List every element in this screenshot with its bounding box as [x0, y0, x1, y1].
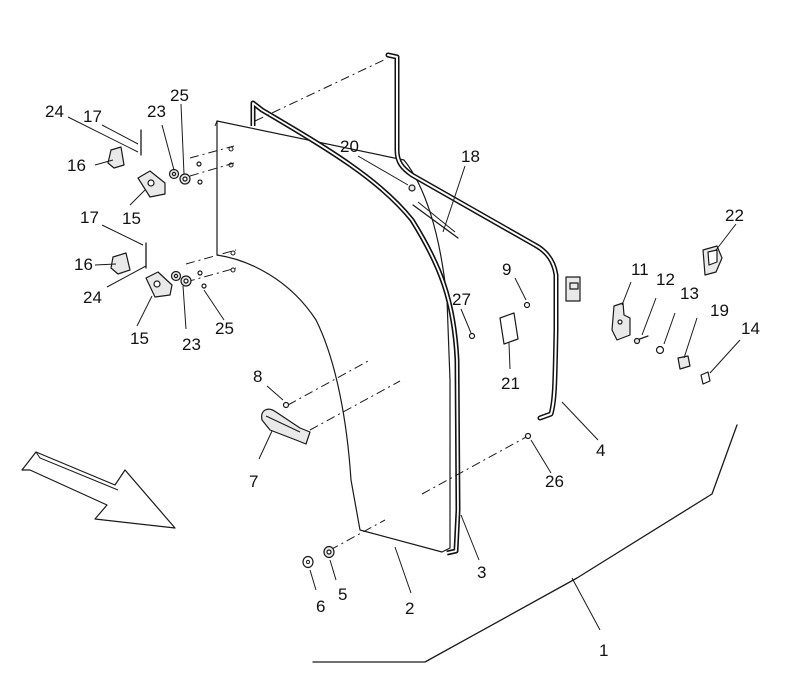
latch-hardware [611, 245, 723, 385]
callout-16-lower: 16 [74, 255, 93, 274]
callout-2: 2 [405, 599, 414, 618]
callout-23-lower: 23 [182, 335, 201, 354]
callout-24-lower: 24 [83, 288, 102, 307]
callout-1: 1 [599, 641, 608, 660]
callout-20: 20 [340, 137, 359, 156]
callout-19: 19 [710, 301, 729, 320]
callout-27: 27 [452, 290, 471, 309]
callout-24-upper: 24 [45, 102, 64, 121]
callout-8: 8 [253, 367, 262, 386]
callout-9: 9 [502, 260, 511, 279]
direction-arrow [21, 451, 176, 529]
leader-lines [67, 103, 741, 631]
small-hardware [408, 184, 531, 345]
callout-18: 18 [461, 147, 480, 166]
callout-13: 13 [680, 284, 699, 303]
callout-4: 4 [596, 441, 605, 460]
fender-panel [214, 120, 451, 553]
upper-hinge-group [107, 129, 234, 198]
callout-3: 3 [477, 563, 486, 582]
callout-15-lower: 15 [130, 329, 149, 348]
lower-hinge-group [110, 242, 236, 298]
callout-6: 6 [316, 597, 325, 616]
callout-22: 22 [725, 206, 744, 225]
edge-trim-seal [250, 100, 461, 556]
callout-16-upper: 16 [67, 156, 86, 175]
assembly-centerlines [185, 58, 529, 551]
callout-25-upper: 25 [170, 86, 189, 105]
callout-labels: 1 2 3 4 5 6 7 8 9 11 12 13 14 15 15 16 1… [45, 86, 760, 660]
callout-23-upper: 23 [147, 102, 166, 121]
callout-17-upper: 17 [83, 107, 102, 126]
callout-12: 12 [656, 270, 675, 289]
callout-14: 14 [741, 319, 760, 338]
assembly-bracket-line [312, 424, 738, 663]
callout-15-upper: 15 [122, 209, 141, 228]
washers [282, 401, 532, 569]
grab-handle [261, 408, 311, 445]
callout-5: 5 [338, 585, 347, 604]
callout-11: 11 [631, 260, 649, 279]
callout-7: 7 [249, 472, 258, 491]
callout-25-lower: 25 [215, 319, 234, 338]
support-rod [385, 52, 581, 421]
callout-17-lower: 17 [80, 208, 99, 227]
callout-21: 21 [501, 374, 520, 393]
callout-26: 26 [545, 472, 564, 491]
